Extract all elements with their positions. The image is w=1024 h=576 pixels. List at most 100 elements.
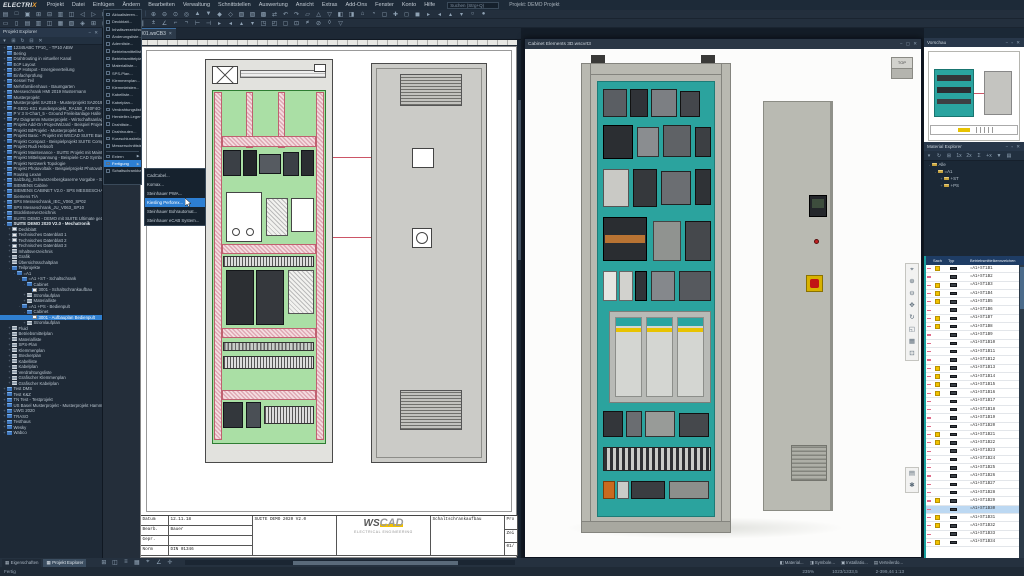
- device-row[interactable]: =A1+ST1B3: [926, 282, 1024, 290]
- menu-item-adernliste[interactable]: Adernliste...: [104, 40, 141, 47]
- menu-item-bearbeiten[interactable]: Bearbeiten: [144, 2, 179, 8]
- device-row[interactable]: =A1+ST1B21: [926, 431, 1024, 439]
- device-row[interactable]: =A1+ST1B17: [926, 398, 1024, 406]
- viewer-tool-icon[interactable]: ▤: [906, 468, 918, 480]
- toolbar-icon[interactable]: ↶: [280, 11, 291, 18]
- status-button-material[interactable]: ◧Material...: [777, 560, 807, 566]
- toolbar-icon[interactable]: ▤: [0, 11, 11, 18]
- toolbar-icon[interactable]: ◫: [66, 11, 77, 18]
- mex-tree-item[interactable]: -=A1: [924, 168, 1024, 175]
- toolbar-icon[interactable]: ▣: [22, 11, 33, 18]
- toolbar-icon[interactable]: ⊟: [44, 11, 55, 18]
- toolbar-icon[interactable]: ≠: [302, 20, 313, 26]
- toolbar-icon[interactable]: □: [11, 11, 22, 17]
- menu-item-ansicht[interactable]: Ansicht: [292, 2, 318, 8]
- toolbar-icon[interactable]: ✚: [390, 11, 401, 18]
- tree-item[interactable]: +PV Diagramm Musterprojekt - Wirtschafts…: [0, 117, 102, 123]
- device-row[interactable]: =A1+ST1B10: [926, 340, 1024, 348]
- tree-item[interactable]: +Salzburg_Schwarzenbergkaserne Vorgabe -…: [0, 177, 102, 183]
- menu-item-kabelplan[interactable]: Kabelplan...: [104, 99, 141, 106]
- toolbar-icon[interactable]: ◼: [412, 11, 423, 18]
- toolbar-icon[interactable]: ▧: [236, 11, 247, 18]
- toolbar-icon[interactable]: ⊞: [88, 20, 99, 27]
- device-row[interactable]: =A1+ST1B1: [926, 265, 1024, 273]
- device-row[interactable]: =A1+ST1B13: [926, 365, 1024, 373]
- bottom-tab-projekt-explorer[interactable]: ▦Projekt Explorer: [43, 559, 86, 567]
- status-button-installatio[interactable]: ▣Installatio...: [838, 560, 871, 566]
- menu-item-drahtliste[interactable]: Drahtliste...: [104, 120, 141, 127]
- toolbar-icon[interactable]: ⊘: [313, 20, 324, 27]
- mex-toolbar-icon[interactable]: ▼: [994, 153, 1004, 159]
- tree-item[interactable]: +P V 3 S-Chart_5 - Ground Freileitanlage…: [0, 111, 102, 117]
- mex-toolbar-icon[interactable]: ▾: [924, 153, 934, 159]
- toolbar-icon[interactable]: ▾: [247, 20, 258, 27]
- device-row[interactable]: =A1+ST1B32: [926, 522, 1024, 530]
- toolbar-icon[interactable]: ⊢: [192, 20, 203, 27]
- device-row[interactable]: =A1+ST1B28: [926, 489, 1024, 497]
- device-row[interactable]: =A1+ST1B12: [926, 356, 1024, 364]
- window-button[interactable]: ✕: [913, 41, 918, 46]
- mex-toolbar-icon[interactable]: 1x: [954, 153, 964, 159]
- toolbar-icon[interactable]: ▼: [203, 11, 214, 17]
- menu-item-auswertung[interactable]: Auswertung: [255, 2, 292, 8]
- status-button-verteilerdo[interactable]: ▤Verteilerdo...: [871, 560, 906, 566]
- viewer-tool-icon[interactable]: ✥: [906, 300, 918, 312]
- toolbar-icon[interactable]: ⊙: [170, 11, 181, 18]
- menu-item-inhaltsverzeichnis[interactable]: Inhaltsverzeichnis...: [104, 26, 141, 33]
- device-row[interactable]: =A1+ST1B14: [926, 373, 1024, 381]
- menu-item-betriebsmittelplan[interactable]: Betriebsmittelplan...: [104, 55, 141, 62]
- tree-item[interactable]: +SIEMENS CABINET V2.0 - SPS MESSESCHALTS…: [0, 188, 102, 194]
- toolbar-icon[interactable]: ⌐: [170, 20, 181, 26]
- toolbar-icon[interactable]: ◰: [269, 20, 280, 27]
- col-sach[interactable]: Sach: [933, 258, 948, 263]
- toolbar-icon[interactable]: ◫: [44, 20, 55, 27]
- tree-item[interactable]: +P-SE01-K01 Kundenprojekt_RA15E_F40F4O -…: [0, 106, 102, 112]
- status-tool-icon[interactable]: ⌖: [142, 559, 153, 566]
- device-row[interactable]: =A1+ST1B24: [926, 456, 1024, 464]
- device-row[interactable]: =A1+ST1B11: [926, 348, 1024, 356]
- viewer-tool-icon[interactable]: ⊕: [906, 276, 918, 288]
- menu-item-konto[interactable]: Konto: [398, 2, 420, 8]
- device-row[interactable]: =A1+ST1B25: [926, 464, 1024, 472]
- toolbar-icon[interactable]: ▱: [302, 11, 313, 18]
- tree-item[interactable]: +Projekt Basic - Projekt mit WSCAD SUITE…: [0, 133, 102, 139]
- menu-item-schaltschrankbau[interactable]: Schaltschrankbau▶: [104, 167, 141, 174]
- toolbar-icon[interactable]: ▥: [33, 20, 44, 27]
- cabinet-2d[interactable]: [205, 59, 333, 463]
- viewer-tool-icon[interactable]: ▦: [906, 336, 918, 348]
- status-tool-icon[interactable]: ≡: [120, 559, 131, 566]
- toolbar-icon[interactable]: ⌂: [357, 11, 368, 17]
- toolbar-icon[interactable]: ◈: [77, 20, 88, 27]
- submenu-item-cadcabel[interactable]: CadCabel...: [145, 171, 205, 180]
- device-row[interactable]: =A1+ST1B27: [926, 481, 1024, 489]
- toolbar-icon[interactable]: ◁: [77, 11, 88, 18]
- tree-item[interactable]: +Musterprojekt SA2019 - Musterprojekt SA…: [0, 100, 102, 106]
- device-row[interactable]: =A1+ST1B7: [926, 315, 1024, 323]
- tab-close-icon[interactable]: ×: [169, 31, 172, 37]
- toolbar-icon[interactable]: ●: [478, 11, 489, 17]
- toolbar-icon[interactable]: ⊕: [148, 11, 159, 18]
- tree-item[interactable]: +Projekt Mittelspannung - Beispiele CAD …: [0, 155, 102, 161]
- device-row[interactable]: =A1+ST1B6: [926, 306, 1024, 314]
- explorer-toolbar-icon[interactable]: ↻: [18, 38, 27, 44]
- tree-item[interactable]: +SUITE DEMO - DEMO mit SUITE Ultimate ge…: [0, 216, 102, 222]
- toolbar-icon[interactable]: ▾: [456, 11, 467, 18]
- tree-item[interactable]: +Projekt Compact - Beispielprojekt SUITE…: [0, 139, 102, 145]
- toolbar-icon[interactable]: ◧: [335, 11, 346, 18]
- menu-item-extern[interactable]: Extern▶: [104, 153, 141, 160]
- submenu-item-komax[interactable]: Komax...: [145, 180, 205, 189]
- menu-item-ändern[interactable]: Ändern: [118, 2, 144, 8]
- tree-item[interactable]: +Projekt Photovoltaik - Beispielprojekt …: [0, 166, 102, 172]
- col-kennzeichen[interactable]: Betriebsmittelkennzeichen: [970, 258, 1024, 263]
- toolbar-icon[interactable]: ▢: [379, 11, 390, 18]
- toolbar-icon[interactable]: ◎: [181, 11, 192, 18]
- tree-item[interactable]: +Projekt Maintenance - SUITE Projekt mit…: [0, 150, 102, 156]
- toolbar-icon[interactable]: ⊡: [291, 20, 302, 27]
- panel-button[interactable]: ✕: [1016, 40, 1021, 45]
- toolbar-icon[interactable]: ◔: [368, 11, 379, 17]
- col-typ[interactable]: Typ: [948, 258, 970, 263]
- device-row[interactable]: =A1+ST1B34: [926, 539, 1024, 547]
- toolbar-icon[interactable]: ○: [467, 11, 478, 17]
- device-row[interactable]: =A1+ST1B30: [926, 506, 1024, 514]
- menu-item-add-ons[interactable]: Add-Ons: [341, 2, 371, 8]
